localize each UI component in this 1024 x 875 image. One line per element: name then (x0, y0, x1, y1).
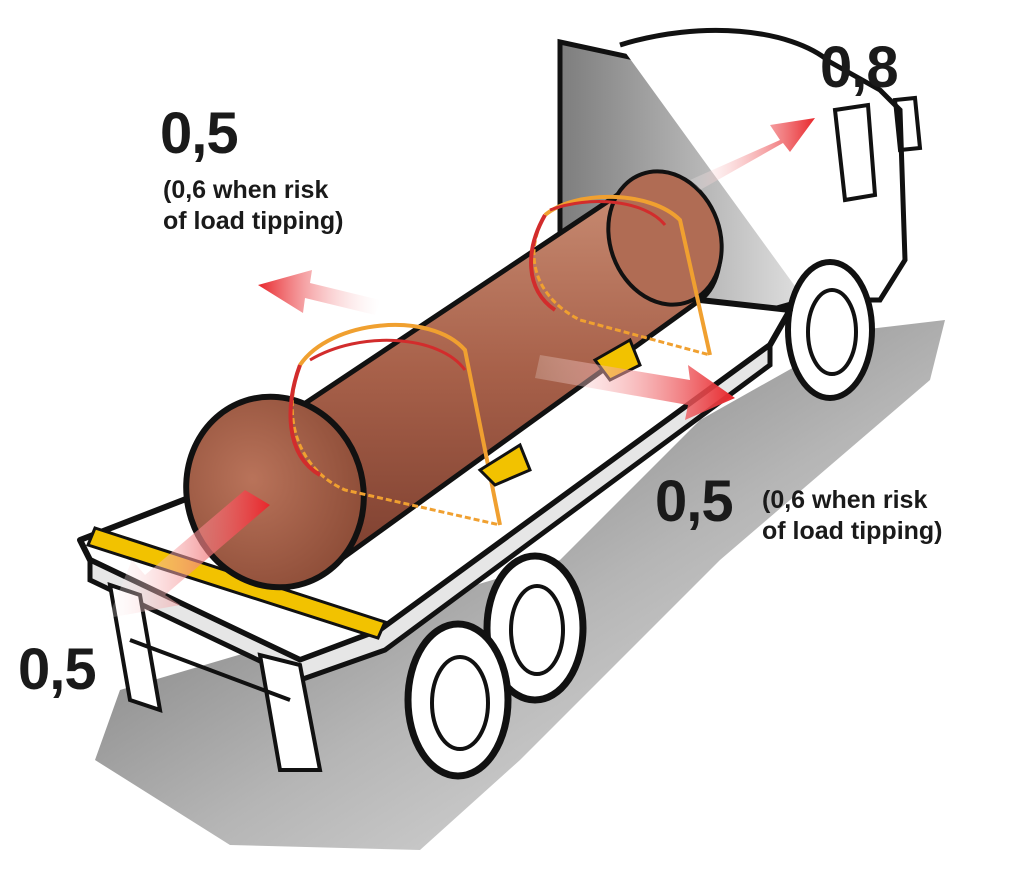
lashing-straps (288, 194, 712, 527)
sideways-left-note-line1: (0,6 when risk (163, 176, 329, 204)
sideways-right-coefficient-label: 0,5 (655, 469, 734, 534)
arrow-rear (108, 490, 270, 618)
rear-wheels (404, 552, 587, 780)
arrow-left (258, 270, 380, 315)
sideways-left-coefficient-label: 0,5 (160, 101, 239, 166)
forward-coefficient-label: 0,8 (820, 35, 899, 100)
sideways-right-note-line1: (0,6 when risk (762, 486, 928, 514)
cargo-cylinder (183, 169, 724, 591)
sideways-left-note-line2: of load tipping) (163, 206, 344, 235)
sideways-right-note-line2: of load tipping) (762, 516, 943, 545)
arrow-forward (690, 118, 815, 190)
rearward-coefficient-label: 0,5 (18, 637, 97, 702)
sideways-left-note: (0,6 when risk of load tipping) (163, 175, 344, 236)
sideways-right-note: (0,6 when risk of load tipping) (762, 485, 943, 546)
arrow-right (535, 355, 735, 420)
